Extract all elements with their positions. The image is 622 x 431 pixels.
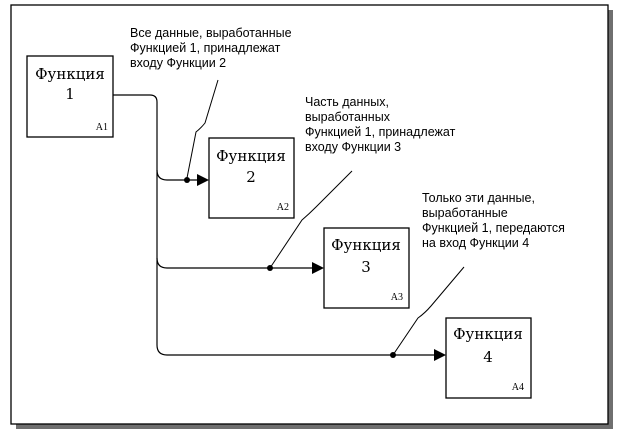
function-box-a2: Функция 2 A2 bbox=[208, 137, 295, 219]
junction-dot-a4 bbox=[390, 352, 396, 358]
note-line: входу Функции 3 bbox=[305, 140, 401, 154]
note-line: Функцией 1, передаются bbox=[422, 221, 565, 235]
function-code: A3 bbox=[391, 292, 403, 303]
note-line: выработанные bbox=[422, 206, 508, 220]
junction-dot-a2 bbox=[184, 177, 190, 183]
note-only-these: Только эти данные, выработанные Функцией… bbox=[422, 191, 565, 250]
function-name: Функция bbox=[35, 65, 105, 83]
note-line: входу Функции 2 bbox=[130, 56, 226, 70]
function-number: 4 bbox=[483, 348, 493, 366]
output-arrow-a1 bbox=[113, 94, 436, 356]
note-line: Только эти данные, bbox=[422, 191, 535, 205]
function-code: A1 bbox=[96, 122, 108, 133]
note-line: Все данные, выработанные bbox=[130, 26, 292, 40]
function-number: 3 bbox=[361, 258, 371, 276]
function-code: A4 bbox=[512, 382, 524, 393]
arrowhead-a4 bbox=[434, 349, 446, 361]
function-number: 2 bbox=[246, 168, 256, 186]
junction-dot-a3 bbox=[267, 265, 273, 271]
branch-to-a2 bbox=[156, 169, 197, 181]
note-line: выработанных bbox=[305, 110, 391, 124]
function-number: 1 bbox=[65, 85, 75, 103]
function-box-a4: Функция 4 A4 bbox=[445, 317, 532, 399]
leader-note-2 bbox=[269, 170, 353, 269]
arrowhead-a3 bbox=[312, 262, 324, 274]
function-box-a3: Функция 3 A3 bbox=[323, 227, 410, 309]
branch-to-a3 bbox=[156, 257, 312, 269]
note-part-data: Часть данных, выработанных Функцией 1, п… bbox=[305, 95, 456, 154]
note-line: Часть данных, bbox=[305, 95, 389, 109]
note-line: на вход Функции 4 bbox=[422, 236, 529, 250]
arrowhead-a2 bbox=[197, 174, 209, 186]
leader-note-1 bbox=[186, 79, 219, 179]
function-code: A2 bbox=[277, 202, 289, 213]
note-all-data: Все данные, выработанные Функцией 1, при… bbox=[130, 26, 292, 70]
function-box-a1: Функция 1 A1 bbox=[26, 55, 114, 138]
function-name: Функция bbox=[216, 147, 286, 165]
leader-note-3 bbox=[392, 266, 465, 356]
note-line: Функцией 1, принадлежат bbox=[305, 125, 456, 139]
function-name: Функция bbox=[453, 325, 523, 343]
note-line: Функцией 1, принадлежат bbox=[130, 41, 281, 55]
function-name: Функция bbox=[331, 236, 401, 254]
